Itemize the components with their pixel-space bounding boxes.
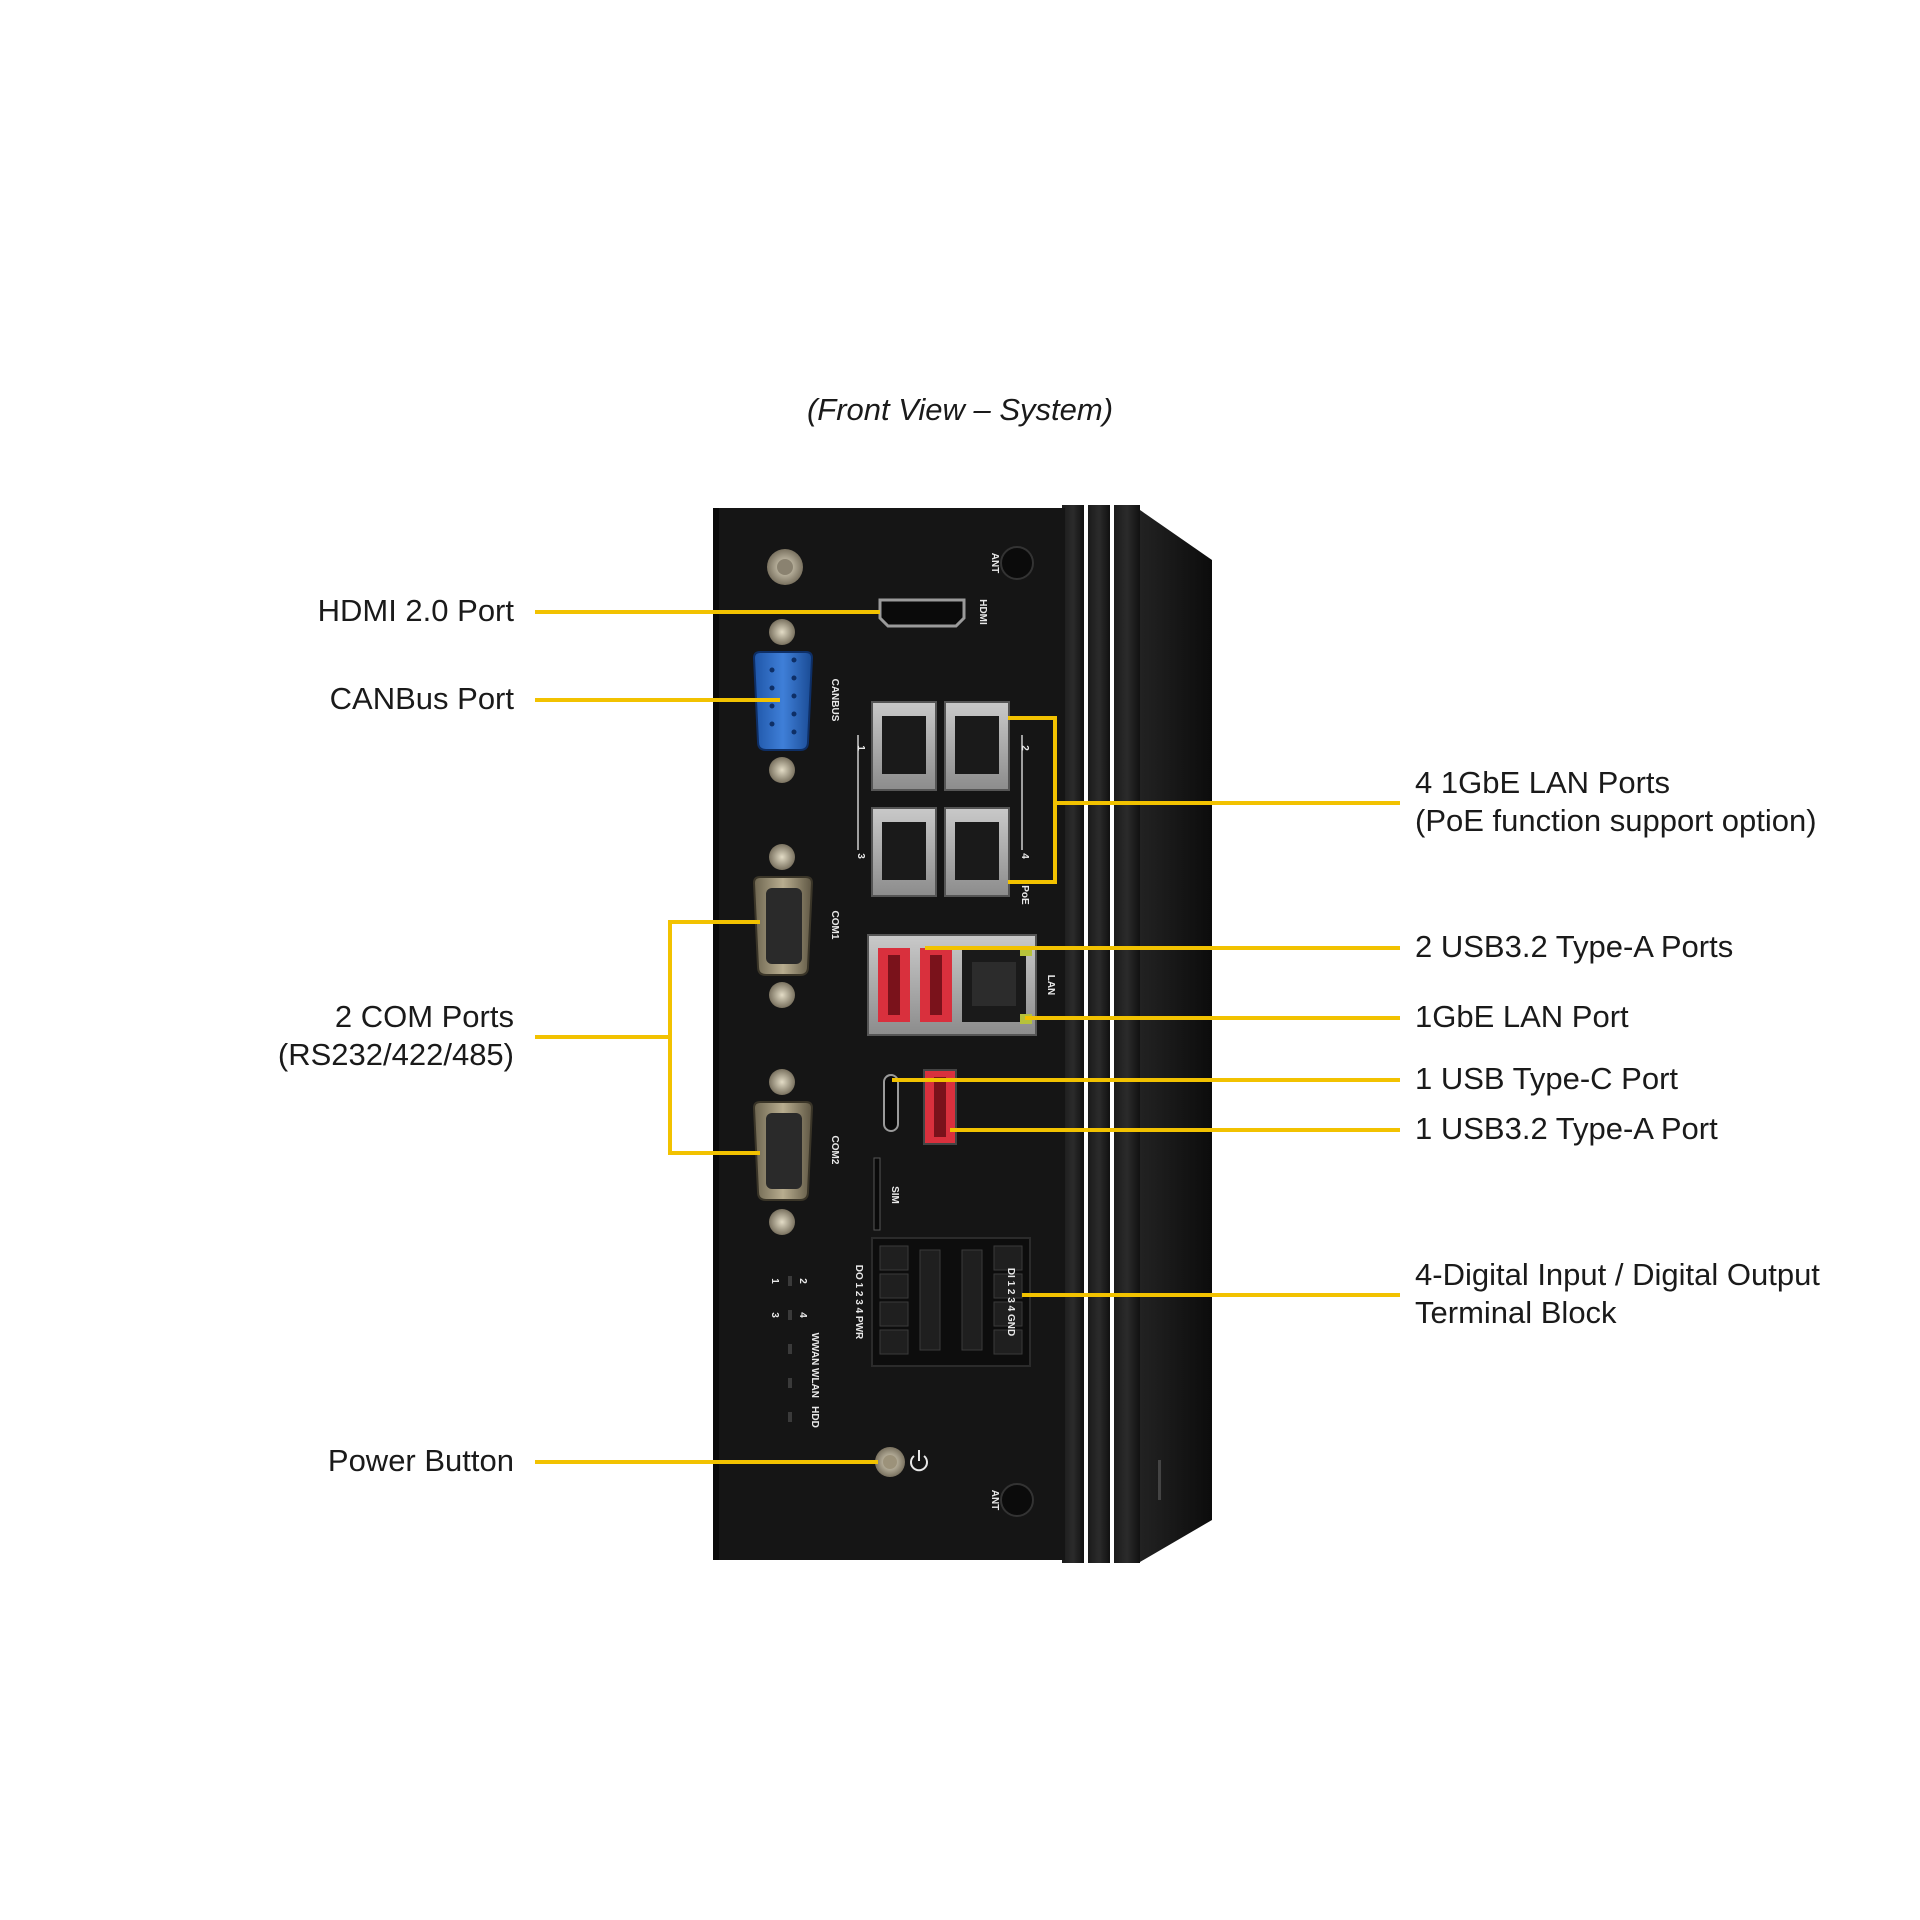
db9-screw-icon xyxy=(769,757,795,783)
ant-marking-top: ANT xyxy=(989,553,1000,574)
heatsink-fin xyxy=(1062,505,1084,1563)
led-1-marking: 1 xyxy=(769,1278,780,1284)
wlan-marking: WLAN xyxy=(809,1368,820,1398)
power-icon xyxy=(910,1450,928,1472)
db9-screw-icon xyxy=(769,844,795,870)
com2-marking: COM2 xyxy=(829,1136,840,1165)
chassis-side xyxy=(1140,510,1212,1562)
do-marking: DO 1 2 3 4 PWR xyxy=(853,1265,864,1340)
com-label-line1: 2 COM Ports xyxy=(334,999,514,1034)
status-led xyxy=(788,1310,792,1320)
usbc-label: 1 USB Type-C Port xyxy=(1415,1061,1679,1096)
led-2-marking: 2 xyxy=(797,1278,808,1284)
lan4-label-line2: (PoE function support option) xyxy=(1415,803,1817,838)
lan-port-4-marking: 4 xyxy=(1019,853,1030,859)
canbus-label: CANBus Port xyxy=(329,681,514,716)
db9-screw-icon xyxy=(769,1209,795,1235)
lan4-callout-bracket xyxy=(1008,716,1057,884)
hdmi-port xyxy=(878,598,966,628)
status-led xyxy=(788,1276,792,1286)
db9-screw-icon xyxy=(769,619,795,645)
lan4-label-line1: 4 1GbE LAN Ports xyxy=(1415,765,1671,800)
lan-led xyxy=(1020,946,1032,956)
com-label: 2 COM Ports (RS232/422/485) xyxy=(278,998,514,1074)
dio-label-line2: Terminal Block xyxy=(1415,1295,1617,1330)
lan1-label: 1GbE LAN Port xyxy=(1415,999,1629,1034)
wwan-marking: WWAN xyxy=(809,1333,820,1366)
diagram-title: (Front View – System) xyxy=(806,392,1114,427)
hdmi-marking: HDMI xyxy=(977,599,988,625)
lan-port-1-marking: 1 xyxy=(855,745,866,751)
lan-port-2-marking: 2 xyxy=(1019,745,1030,751)
com1-marking: COM1 xyxy=(829,911,840,940)
lan-port-3-marking: 3 xyxy=(855,853,866,859)
heatsink-fin xyxy=(1088,505,1110,1563)
power-label: Power Button xyxy=(327,1443,514,1478)
lan-marking: LAN xyxy=(1045,975,1056,996)
heatsink-fin xyxy=(1114,505,1140,1563)
sim-marking: SIM xyxy=(889,1186,900,1204)
poe-marking: PoE xyxy=(1019,885,1030,905)
status-led xyxy=(788,1378,792,1388)
antenna-hole-bottom xyxy=(1000,1483,1034,1517)
db9-screw-icon xyxy=(769,1069,795,1095)
com-callout-bracket xyxy=(668,920,760,1155)
status-led xyxy=(788,1412,792,1422)
sim-slot xyxy=(873,1157,881,1231)
canbus-port xyxy=(752,651,814,751)
usb2-label: 2 USB3.2 Type-A Ports xyxy=(1415,929,1734,964)
status-led xyxy=(788,1344,792,1354)
db9-screw-icon xyxy=(769,982,795,1008)
led-3-marking: 3 xyxy=(769,1312,780,1318)
lan4-label: 4 1GbE LAN Ports (PoE function support o… xyxy=(1415,764,1817,840)
com-label-line2: (RS232/422/485) xyxy=(277,1037,514,1072)
hdd-marking: HDD xyxy=(809,1406,820,1428)
lan-port-grid xyxy=(871,701,1010,897)
led-4-marking: 4 xyxy=(797,1312,808,1318)
canbus-marking: CANBUS xyxy=(829,679,840,722)
dio-label: 4-Digital Input / Digital Output Termina… xyxy=(1415,1256,1820,1332)
ant-marking-bottom: ANT xyxy=(989,1490,1000,1511)
antenna-hole-top xyxy=(1000,546,1034,580)
dio-label-line1: 4-Digital Input / Digital Output xyxy=(1415,1257,1820,1292)
di-marking: DI 1 2 3 4 GND xyxy=(1005,1268,1016,1336)
usb1-label: 1 USB3.2 Type-A Port xyxy=(1415,1111,1718,1146)
usb-c-port xyxy=(883,1074,899,1132)
hdmi-label: HDMI 2.0 Port xyxy=(317,593,514,628)
